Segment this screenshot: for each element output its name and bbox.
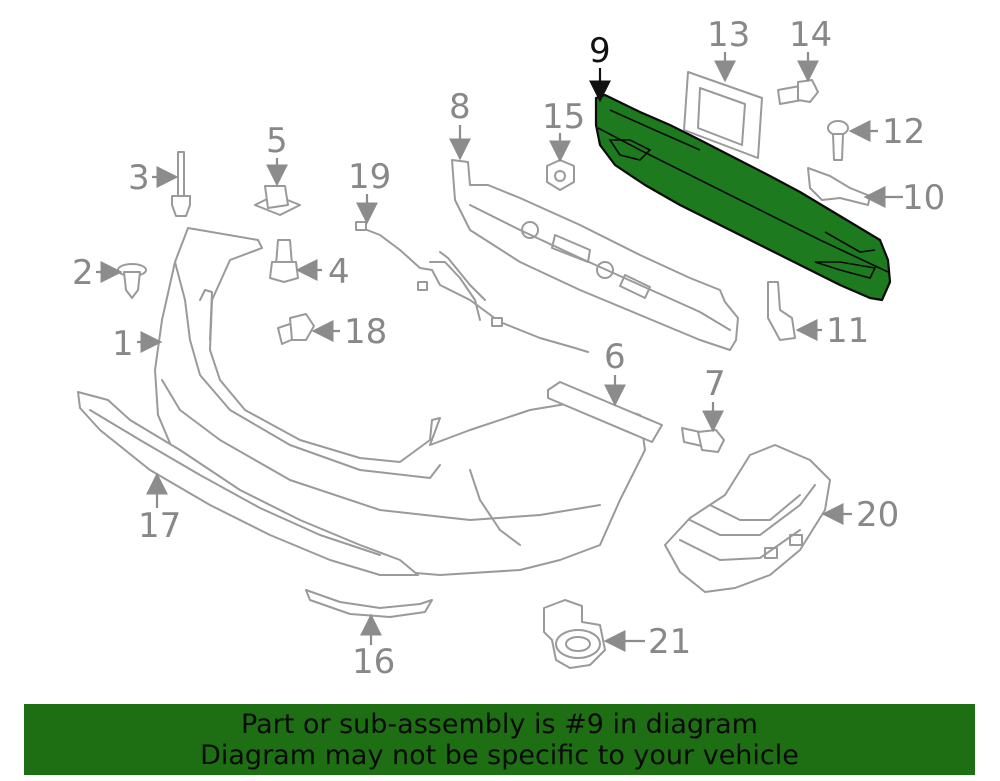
info-banner: Part or sub-assembly is #9 in diagram Di… — [24, 704, 975, 775]
callout-7: 7 — [704, 364, 726, 404]
callout-1: 1 — [112, 324, 134, 364]
callout-13: 13 — [707, 15, 750, 55]
banner-line-2: Diagram may not be specific to your vehi… — [200, 739, 799, 771]
part-13-bracket-plate[interactable] — [683, 71, 763, 159]
banner-line-1: Part or sub-assembly is #9 in diagram — [241, 708, 758, 740]
callout-11: 11 — [826, 311, 869, 351]
part-4-bolt[interactable] — [269, 239, 299, 283]
callout-21: 21 — [648, 622, 691, 662]
part-19-wiring-harness[interactable] — [355, 221, 589, 353]
parts-diagram: 1 2 3 4 5 6 7 8 9 10 11 12 13 14 15 16 1… — [72, 15, 945, 682]
callout-20: 20 — [856, 495, 899, 535]
part-9-reinforcement-beam[interactable] — [594, 93, 892, 302]
callout-16: 16 — [352, 642, 395, 682]
part-21-parking-sensor[interactable] — [543, 599, 606, 669]
part-18-bolt[interactable] — [277, 313, 315, 345]
callout-leaders — [96, 52, 903, 652]
callout-10: 10 — [902, 178, 945, 218]
callout-6: 6 — [604, 337, 626, 377]
part-14-bolt[interactable] — [777, 79, 819, 105]
callout-4: 4 — [328, 252, 350, 292]
callout-2: 2 — [72, 253, 94, 293]
part-6-strip[interactable] — [547, 381, 663, 443]
part-3-pin[interactable] — [171, 151, 191, 217]
callout-18: 18 — [344, 312, 387, 352]
callout-14: 14 — [789, 15, 832, 55]
part-20-under-cover[interactable] — [664, 444, 831, 593]
part-11-bracket[interactable] — [767, 281, 796, 341]
callout-9: 9 — [589, 31, 611, 71]
part-10-bracket[interactable] — [807, 167, 871, 206]
part-17-lower-valance[interactable] — [77, 391, 419, 576]
callout-12: 12 — [882, 112, 925, 152]
callout-17: 17 — [138, 506, 181, 546]
part-12-screw[interactable] — [827, 120, 849, 161]
part-8-absorber[interactable] — [451, 159, 739, 351]
part-16-molding[interactable] — [305, 589, 433, 618]
callout-8: 8 — [449, 87, 471, 127]
callout-numbers: 1 2 3 4 5 6 7 8 9 10 11 12 13 14 15 16 1… — [72, 15, 945, 682]
part-7-bolt[interactable] — [681, 427, 725, 453]
callout-3: 3 — [128, 158, 150, 198]
callout-5: 5 — [266, 121, 288, 161]
callout-19: 19 — [348, 157, 391, 197]
callout-15: 15 — [542, 97, 585, 137]
part-2-push-clip[interactable] — [117, 263, 147, 299]
part-15-nut[interactable] — [546, 159, 575, 191]
part-5-retainer[interactable] — [254, 185, 301, 216]
